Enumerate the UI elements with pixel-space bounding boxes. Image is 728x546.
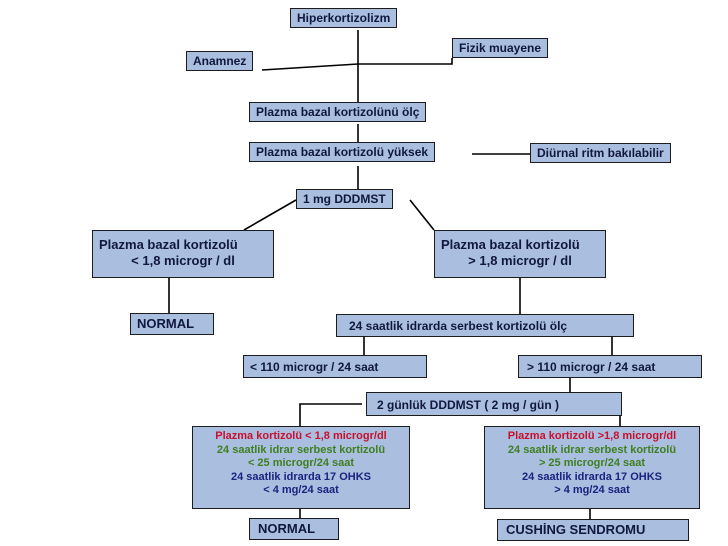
node-cushing-sendromu: CUSHİNG SENDROMU (497, 519, 689, 541)
right-final-line1: Plazma kortizolü >1,8 microgr/dl (507, 430, 677, 442)
node-fizik-muayene: Fizik muayene (452, 38, 549, 58)
node-diurnal-ritm: Diürnal ritm bakılabilir (530, 143, 671, 163)
node-dddmst-2gun: 2 günlük DDDMST ( 2 mg / gün ) (366, 392, 622, 416)
right-final-line2: 24 saatlik idrar serbest kortizolü (507, 443, 677, 456)
left-final-line3: < 25 microgr/24 saat (247, 457, 355, 470)
node-anamnez: Anamnez (186, 51, 254, 71)
node-hiperkortizolizm: Hiperkortizolizm (290, 8, 398, 28)
node-left-final: Plazma kortizolü < 1,8 microgr/dl 24 saa… (192, 426, 410, 509)
left-final-line5: < 4 mg/24 saat (263, 484, 339, 497)
node-normal-1: NORMAL (130, 313, 214, 335)
right-final-line4: 24 saatlik idrarda 17 OHKS (521, 470, 662, 483)
node-idrar-24: 24 saatlik idrarda serbest kortizolü ölç (336, 314, 634, 337)
node-gt-110: > 110 microgr / 24 saat (518, 355, 702, 378)
left-final-line4: 24 saatlik idrarda 17 OHKS (230, 470, 371, 483)
connector-left-branch (243, 199, 297, 231)
right-final-line3: > 25 microgr/24 saat (538, 457, 646, 470)
left-result-line1: Plazma bazal kortizolü (99, 237, 238, 252)
right-result-line1: Plazma bazal kortizolü (441, 237, 580, 252)
connector-to-left-final (299, 403, 362, 426)
connector-fizik (358, 58, 453, 65)
connector-right-branch (409, 199, 435, 231)
node-plazma-yuksek: Plazma bazal kortizolü yüksek (249, 142, 436, 162)
left-final-line2: 24 saatlik idrar serbest kortizolü (216, 443, 386, 456)
node-dddmst-1mg: 1 mg DDDMST (296, 189, 393, 209)
node-right-result: Plazma bazal kortizolü > 1,8 microgr / d… (434, 230, 606, 278)
node-left-result: Plazma bazal kortizolü < 1,8 microgr / d… (92, 230, 274, 278)
connector-anamnez (261, 63, 359, 71)
node-lt-110: < 110 microgr / 24 saat (243, 355, 427, 378)
node-right-final: Plazma kortizolü >1,8 microgr/dl 24 saat… (484, 426, 700, 509)
right-final-line5: > 4 mg/24 saat (554, 484, 630, 497)
right-result-line2: > 1,8 microgr / dl (468, 253, 572, 268)
left-result-line2: < 1,8 microgr / dl (131, 253, 235, 268)
left-final-line1: Plazma kortizolü < 1,8 microgr/dl (215, 430, 387, 442)
node-plazma-olc: Plazma bazal kortizolünü ölç (249, 102, 427, 122)
node-normal-2: NORMAL (249, 518, 339, 540)
